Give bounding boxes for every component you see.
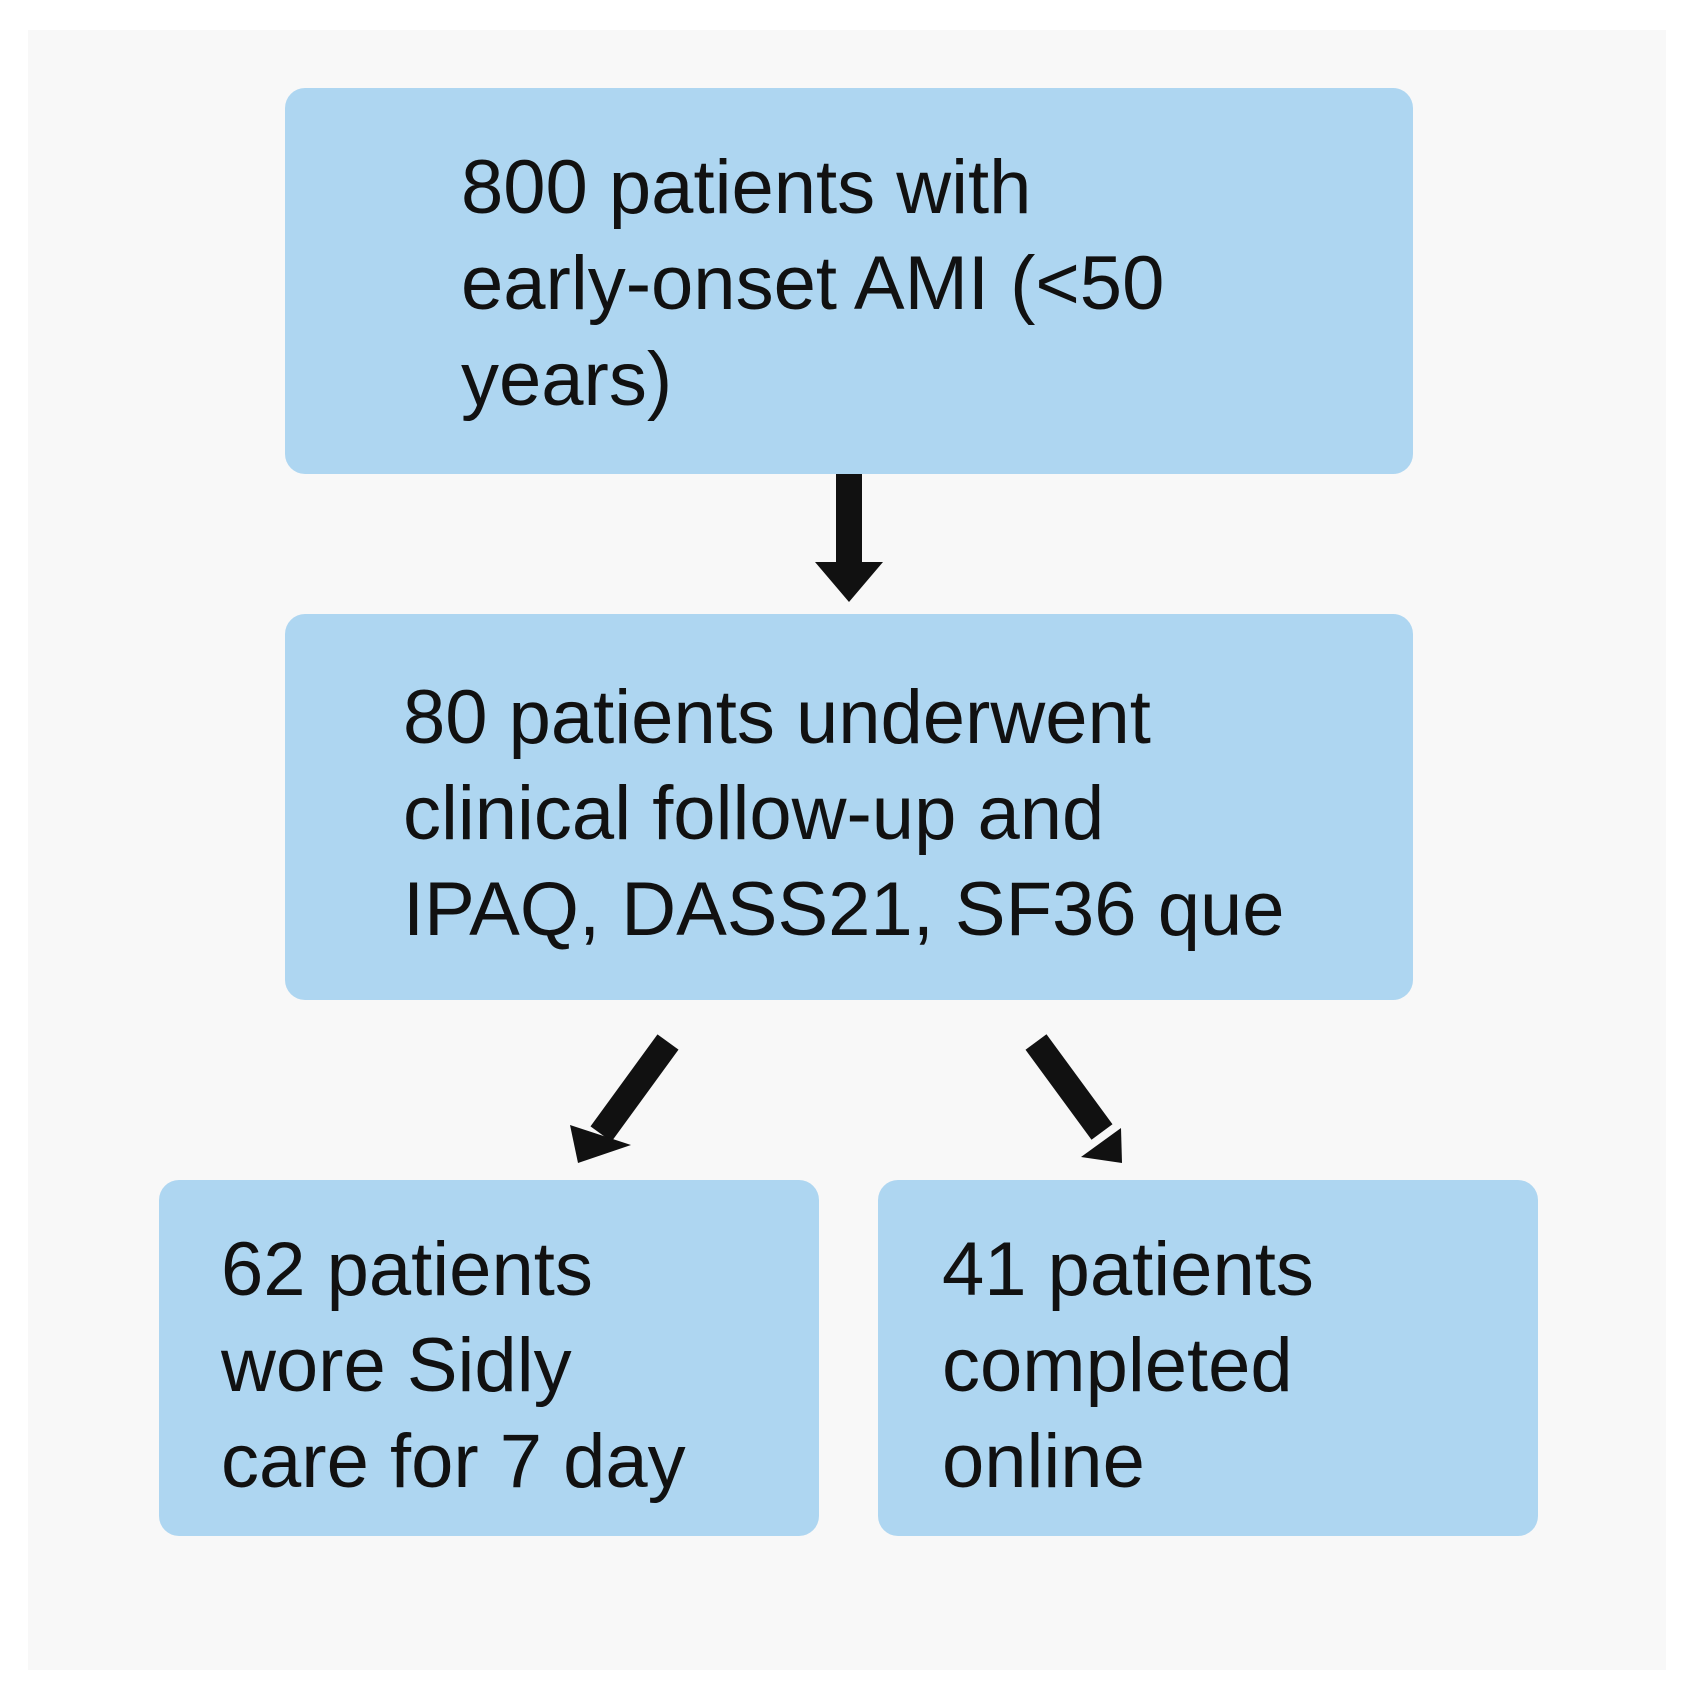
box-online-completed-patients: 41 patients completed online — [878, 1180, 1538, 1536]
box-follow-up-patients: 80 patients underwent clinical follow-up… — [285, 614, 1413, 1000]
box-enrolled-patients-text: 800 patients with early-onset AMI (<50 y… — [461, 145, 1165, 422]
box-sidly-care-patients: 62 patients wore Sidly care for 7 day — [159, 1180, 819, 1536]
box-online-completed-patients-text: 41 patients completed online — [942, 1227, 1314, 1504]
box-follow-up-patients-text: 80 patients underwent clinical follow-up… — [403, 675, 1285, 952]
box-sidly-care-patients-text: 62 patients wore Sidly care for 7 day — [221, 1227, 686, 1504]
box-enrolled-patients: 800 patients with early-onset AMI (<50 y… — [285, 88, 1413, 474]
